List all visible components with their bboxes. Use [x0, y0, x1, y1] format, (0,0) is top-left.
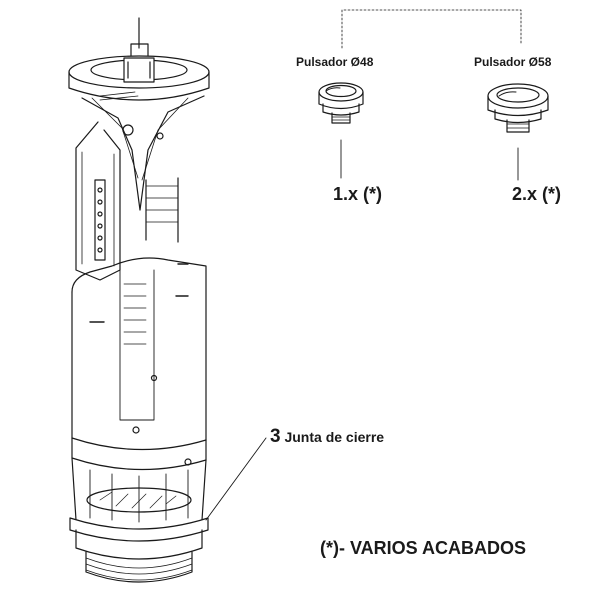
finishes-note: (*)- VARIOS ACABADOS: [320, 538, 526, 558]
part-3-label: 3 Junta de cierre: [270, 426, 384, 448]
pusher-48-code: 1.x (*): [333, 184, 383, 204]
leader-part-3: [205, 437, 267, 521]
pusher-48-drawing: [318, 82, 364, 124]
pusher-58-code: 2.x (*): [512, 184, 562, 204]
flush-valve-drawing: [68, 17, 210, 583]
pusher-58-drawing: [487, 83, 549, 133]
pusher-connector-dashed: [341, 9, 522, 49]
pusher-58-label: Pulsador Ø58: [474, 55, 552, 69]
part-3-number: 3: [270, 426, 281, 447]
part-3-name: Junta de cierre: [284, 429, 385, 445]
pusher-48-label: Pulsador Ø48: [296, 55, 374, 69]
